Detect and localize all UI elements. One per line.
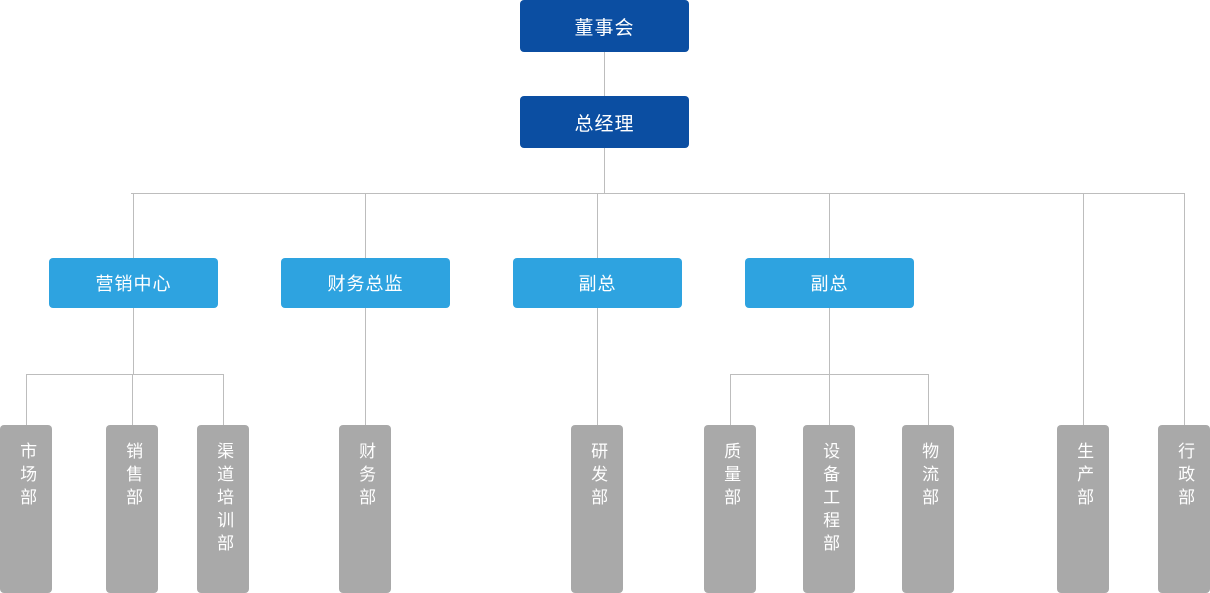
- connector-bus-to-admin-dept: [1184, 193, 1185, 425]
- node-label: 营销中心: [95, 274, 172, 294]
- node-label: 行政部: [1175, 442, 1195, 511]
- connector-to-market-dept: [26, 374, 27, 425]
- node-label: 总经理: [574, 113, 635, 135]
- node-label: 物流部: [919, 442, 939, 511]
- connector-marketing-center-stem: [133, 308, 134, 374]
- node-board-of-directors[interactable]: 董事会: [520, 0, 689, 52]
- node-market-dept[interactable]: 市场部: [0, 425, 52, 593]
- connector-to-channel-training-dept: [223, 374, 224, 425]
- node-marketing-center[interactable]: 营销中心: [49, 258, 218, 308]
- node-label: 财务总监: [327, 274, 404, 294]
- node-label: 设备工程部: [820, 442, 840, 557]
- node-label: 生产部: [1074, 442, 1094, 511]
- connector-bus-to-marketing-center: [133, 193, 134, 258]
- node-label: 董事会: [574, 17, 635, 39]
- connector-gm-stem: [604, 148, 605, 193]
- node-cfo[interactable]: 财务总监: [281, 258, 450, 308]
- connector-bus-to-cfo: [365, 193, 366, 258]
- node-label: 渠道培训部: [214, 442, 234, 557]
- connector-vp2-stem: [829, 308, 830, 374]
- node-channel-training-dept[interactable]: 渠道培训部: [197, 425, 249, 593]
- node-quality-dept[interactable]: 质量部: [704, 425, 756, 593]
- connector-main-bus: [131, 193, 1185, 194]
- node-rd-dept[interactable]: 研发部: [571, 425, 623, 593]
- node-logistics-dept[interactable]: 物流部: [902, 425, 954, 593]
- connector-to-sales-dept: [132, 374, 133, 425]
- node-label: 副总: [810, 274, 849, 294]
- node-label: 副总: [578, 274, 617, 294]
- connector-bus-to-vp2: [829, 193, 830, 258]
- node-vice-president-1[interactable]: 副总: [513, 258, 682, 308]
- node-label: 研发部: [588, 442, 608, 511]
- node-label: 市场部: [17, 442, 37, 511]
- connector-bus-to-production-dept: [1083, 193, 1084, 425]
- connector-vp1-to-rd-dept: [597, 308, 598, 425]
- node-admin-dept[interactable]: 行政部: [1158, 425, 1210, 593]
- node-finance-dept[interactable]: 财务部: [339, 425, 391, 593]
- connector-cfo-to-finance-dept: [365, 308, 366, 425]
- connector-board-to-gm: [604, 52, 605, 96]
- node-label: 销售部: [123, 442, 143, 511]
- node-vice-president-2[interactable]: 副总: [745, 258, 914, 308]
- node-equipment-engineering-dept[interactable]: 设备工程部: [803, 425, 855, 593]
- node-sales-dept[interactable]: 销售部: [106, 425, 158, 593]
- connector-bus-to-vp1: [597, 193, 598, 258]
- connector-to-logistics-dept: [928, 374, 929, 425]
- node-label: 质量部: [721, 442, 741, 511]
- node-label: 财务部: [356, 442, 376, 511]
- connector-to-quality-dept: [730, 374, 731, 425]
- node-general-manager[interactable]: 总经理: [520, 96, 689, 148]
- connector-to-equipment-engineering-dept: [829, 374, 830, 425]
- connector-marketing-center-bus: [26, 374, 224, 375]
- node-production-dept[interactable]: 生产部: [1057, 425, 1109, 593]
